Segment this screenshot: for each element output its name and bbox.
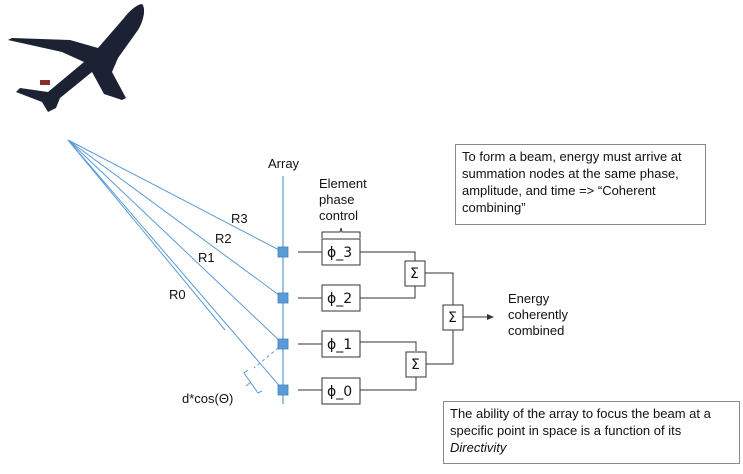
summer-final [442, 304, 464, 331]
range-label-r2: R2 [215, 231, 232, 246]
summers [404, 260, 464, 378]
output-label-3: combined [508, 323, 565, 338]
directivity-note: The ability of the array to focus the be… [443, 401, 740, 464]
summer-top [404, 260, 426, 287]
phase-shifter-3 [321, 238, 361, 266]
output-label-2: coherently [508, 307, 568, 322]
output-label-1: Energy [508, 291, 550, 306]
phase-control-label-3: control [319, 208, 359, 223]
output-arrow-head [487, 314, 494, 320]
array-element-2 [277, 292, 289, 304]
ray-r3 [67, 139, 284, 253]
array-element-0 [277, 384, 289, 396]
ray-r0 [67, 139, 284, 391]
spacing-label: d*cos(Θ) [182, 391, 234, 406]
coherent-combining-note: To form a beam, energy must arrive at su… [455, 144, 706, 225]
summer-symbol-top: Σ [410, 266, 419, 282]
phase-shifter-2 [321, 284, 361, 312]
phase-control-brace [321, 227, 361, 238]
phase-shifter-label-0: ϕ_0 [327, 384, 352, 400]
phase-shifter-1 [321, 330, 361, 358]
phase-shifter-label-2: ϕ_2 [327, 291, 352, 307]
ray-r1 [67, 139, 284, 345]
summer-symbol-bottom: Σ [411, 357, 420, 373]
array-label: Array [268, 156, 300, 171]
ray-r2 [67, 139, 284, 299]
directivity-text: The ability of the array to focus the be… [450, 406, 711, 438]
wiring [298, 251, 489, 391]
array-element-1 [277, 338, 289, 350]
summer-symbol-final: Σ [448, 310, 457, 326]
range-label-r1: R1 [198, 250, 215, 265]
phase-shifter-label-1: ϕ_1 [327, 337, 352, 353]
ray-r1-ext [67, 139, 226, 331]
directivity-term: Directivity [450, 440, 507, 455]
coherent-combining-text: To form a beam, energy must arrive at su… [462, 149, 682, 215]
summer-bottom [405, 351, 427, 378]
spacing-bracket [243, 369, 263, 394]
range-label-r3: R3 [231, 211, 248, 226]
range-label-r0: R0 [169, 287, 186, 302]
signal-rays [67, 139, 284, 394]
phase-shifter-0 [321, 377, 361, 405]
phase-shifters [321, 238, 361, 405]
phase-control-label-2: phase [319, 192, 355, 207]
array-elements [277, 246, 289, 396]
spacing-bracket-tick [245, 381, 252, 387]
phase-control-label-1: Element [319, 176, 367, 191]
phase-shifter-label-3: ϕ_3 [327, 245, 352, 261]
array-element-3 [277, 246, 289, 258]
airplane-icon [8, 4, 145, 112]
